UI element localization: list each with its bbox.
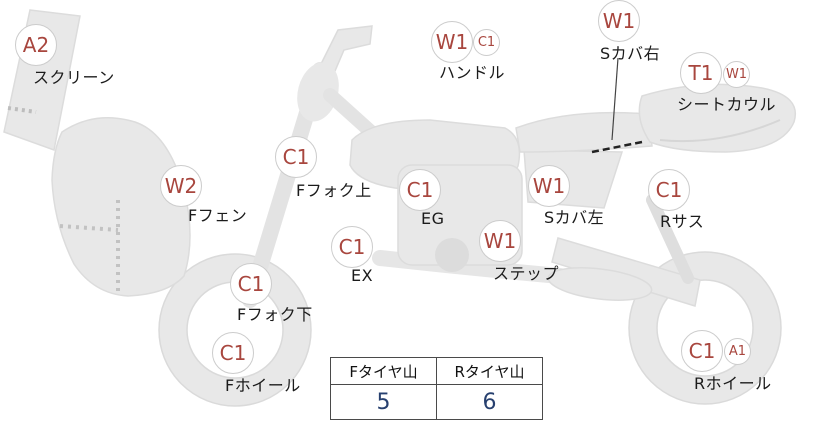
marker-front-fork-upper-badge: C1 <box>275 136 317 178</box>
marker-seat-cowl-label: シートカウル <box>677 95 777 114</box>
marker-front-fork-upper-label: Fフォク上 <box>296 181 372 200</box>
marker-handlebar-badge: W1 <box>431 21 473 63</box>
marker-front-wheel-label: Fホイール <box>225 376 301 395</box>
seat-cowl-line <box>659 119 781 143</box>
marker-rear-wheel-sub-badge: A1 <box>724 338 751 365</box>
side-cover-right-pointer-line <box>611 57 619 141</box>
marker-side-cover-right-badge: W1 <box>598 0 640 42</box>
rear-tire-tread-value: 6 <box>436 384 543 420</box>
marker-engine-badge: C1 <box>399 169 441 211</box>
marker-rear-wheel-badge: C1 <box>681 330 723 372</box>
marker-engine-label: EG <box>421 209 445 228</box>
marker-rear-wheel-label: Rホイール <box>694 374 772 393</box>
front-fender <box>51 117 191 297</box>
marker-side-cover-right-label: Sカバ右 <box>600 44 661 63</box>
engine-case-circle <box>435 238 469 272</box>
rear-tire-tread-header: Rタイヤ山 <box>436 357 543 385</box>
rear-shock <box>646 194 694 284</box>
marker-screen-label: スクリーン <box>33 68 115 87</box>
seat <box>515 111 653 153</box>
tire-table-header-row: Fタイヤ山 Rタイヤ山 <box>330 357 543 385</box>
side-cover-right-pointer-dash <box>591 140 643 154</box>
marker-front-fork-lower-label: Fフォク下 <box>237 305 313 324</box>
marker-front-fender-label: Fフェン <box>188 206 248 225</box>
muffler <box>547 267 653 301</box>
marker-front-wheel-badge: C1 <box>212 332 254 374</box>
front-wheel <box>158 253 312 407</box>
marker-front-fork-lower-badge: C1 <box>230 263 272 305</box>
marker-exhaust-label: EX <box>351 266 374 285</box>
marker-side-cover-left-badge: W1 <box>528 165 570 207</box>
tire-tread-table: Fタイヤ山 Rタイヤ山 5 6 <box>330 357 543 420</box>
swingarm <box>551 237 701 307</box>
fender-dotted-line-horizontal <box>59 224 119 232</box>
headlight-area <box>297 62 339 122</box>
marker-front-fender-badge: W2 <box>160 165 202 207</box>
windshield-dotted-line <box>7 106 37 114</box>
front-tire-tread-value: 5 <box>330 384 437 420</box>
marker-rear-suspension-badge: C1 <box>648 169 690 211</box>
marker-handlebar-sub-badge: C1 <box>473 29 500 56</box>
marker-screen-badge: A2 <box>15 24 57 66</box>
tire-table-value-row: 5 6 <box>330 384 543 420</box>
marker-step-badge: W1 <box>479 220 521 262</box>
marker-exhaust-badge: C1 <box>331 226 373 268</box>
marker-side-cover-left-label: Sカバ左 <box>544 208 605 227</box>
marker-seat-cowl-badge: T1 <box>680 52 722 94</box>
marker-seat-cowl-sub-badge: W1 <box>723 61 750 88</box>
marker-handlebar-label: ハンドル <box>439 63 506 82</box>
marker-step-label: ステップ <box>493 264 560 283</box>
marker-rear-suspension-label: Rサス <box>660 212 705 231</box>
front-tire-tread-header: Fタイヤ山 <box>330 357 437 385</box>
